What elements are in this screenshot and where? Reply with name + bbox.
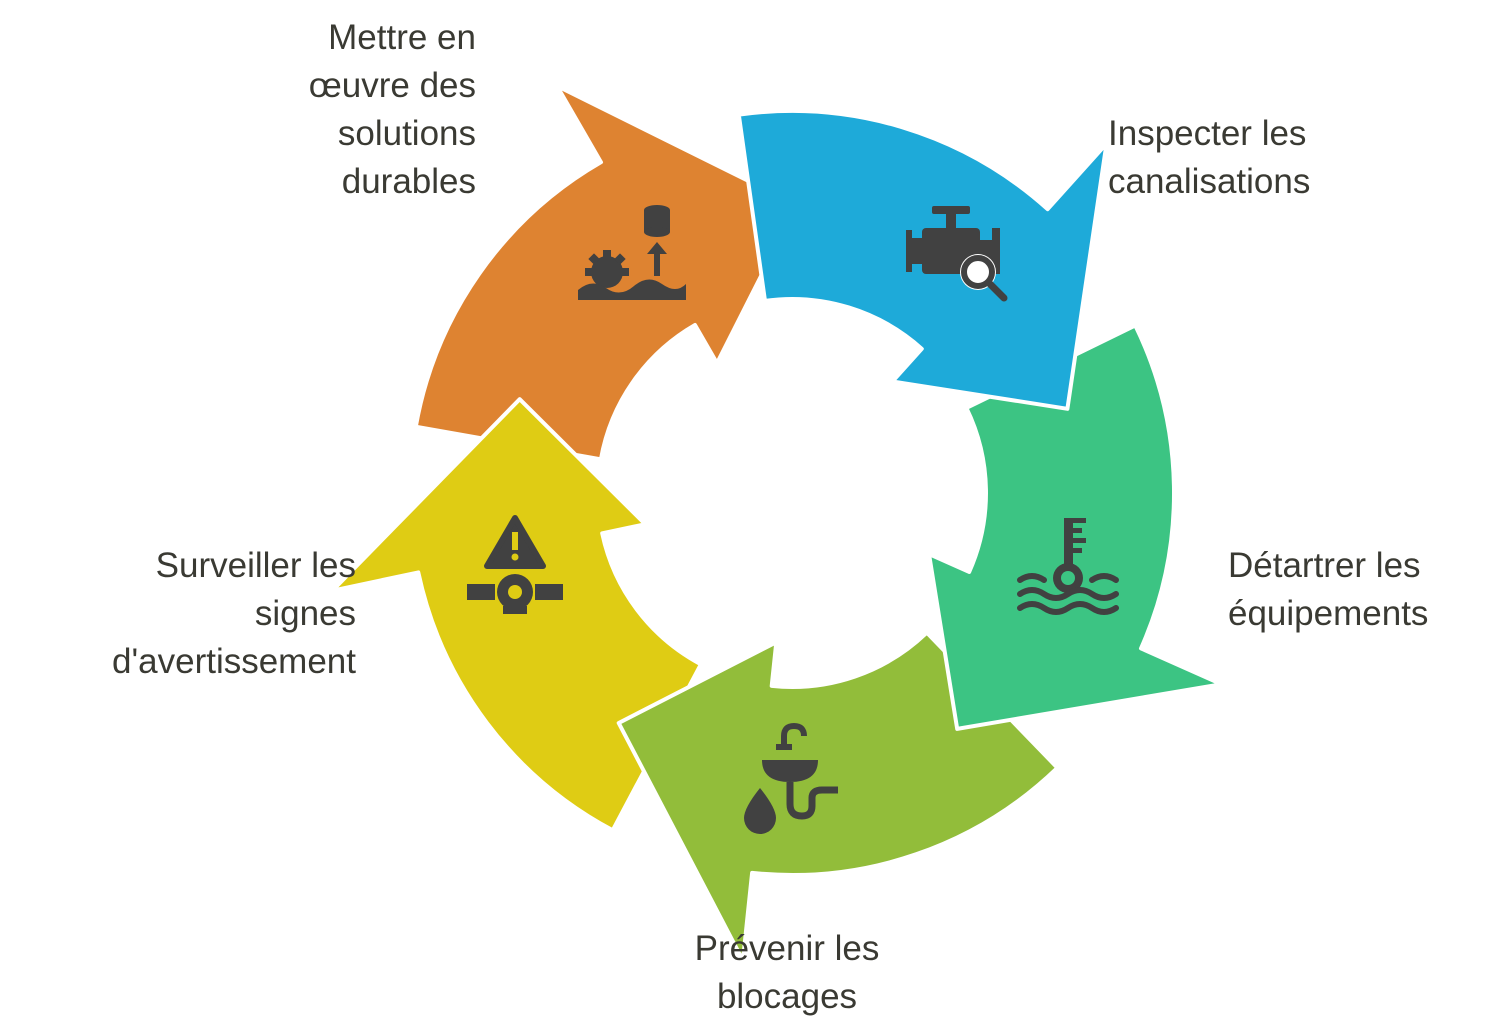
step-label-line: blocages	[716, 977, 858, 1016]
step-label-descale: Détartrer les équipements	[1228, 542, 1428, 638]
step-label-line: Surveiller les	[155, 546, 356, 585]
step-label-line: solutions	[337, 114, 476, 153]
step-label-line: signes	[254, 594, 356, 633]
step-label-line: Prévenir les	[694, 929, 880, 968]
step-label-line: Mettre en	[328, 18, 476, 57]
cycle-segment-prevent	[616, 630, 1060, 963]
sink-drop-icon	[744, 722, 838, 834]
cycle-segment-monitor	[330, 397, 703, 833]
step-label-sustain: Mettre en œuvre des solutions durables	[309, 14, 476, 206]
step-label-prevent: Prévenir les blocages	[637, 925, 937, 1021]
step-label-line: d'avertissement	[111, 642, 356, 681]
warning-valve-icon	[467, 515, 563, 614]
engine-inspect-icon	[906, 206, 1008, 302]
step-label-line: Inspecter les	[1108, 114, 1307, 153]
step-label-line: œuvre des	[308, 66, 476, 105]
step-label-line: Détartrer les	[1228, 546, 1421, 585]
step-label-line: équipements	[1228, 594, 1429, 633]
step-label-inspect: Inspecter les canalisations	[1108, 110, 1310, 206]
cycle-segment-descale	[927, 323, 1224, 731]
step-label-line: durables	[341, 162, 476, 201]
thermometer-water-icon	[1017, 518, 1119, 615]
step-label-line: canalisations	[1108, 162, 1311, 201]
step-label-monitor: Surveiller les signes d'avertissement	[112, 542, 356, 686]
